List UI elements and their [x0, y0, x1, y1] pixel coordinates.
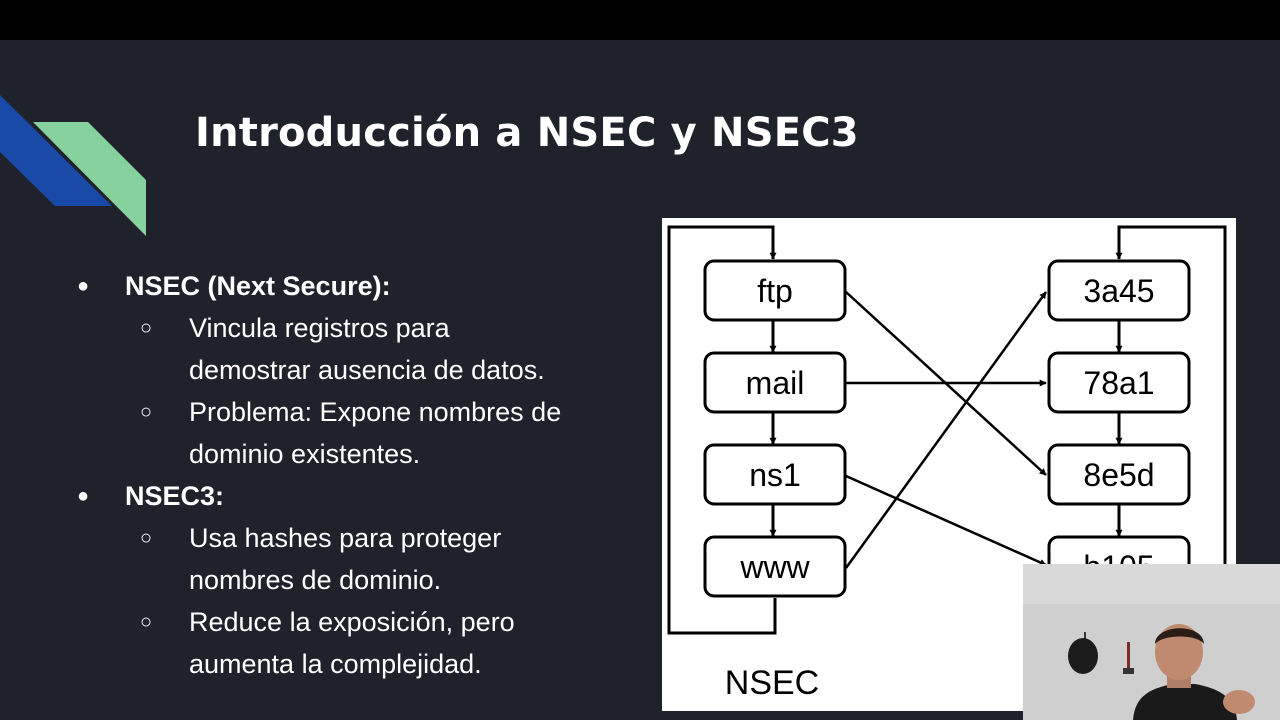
node-label-right: 78a1 [1083, 365, 1154, 401]
webcam-image [1023, 564, 1280, 720]
sub-bullet-line: nombres de dominio. [189, 565, 442, 595]
node-label-right: 3a45 [1083, 273, 1154, 309]
bullet-dot: ● [77, 485, 90, 507]
node-box [1047, 443, 1191, 506]
sub-bullet: ○ Vincula registros para demostrar ausen… [70, 307, 630, 391]
webcam-overlay [1023, 564, 1280, 720]
node-box [703, 443, 847, 506]
sub-bullet: ○ Reduce la exposición, pero aumenta la … [70, 601, 630, 685]
node-box [703, 535, 847, 598]
sub-bullet-circle: ○ [140, 611, 153, 633]
node-label-left: www [739, 549, 810, 585]
mapping-arrow [845, 474, 1047, 567]
node-box [703, 259, 847, 322]
node-box [1047, 351, 1191, 414]
bullet-list: ● NSEC (Next Secure): ○ Vincula registro… [70, 265, 630, 685]
sub-bullet-line: Vincula registros para [189, 313, 450, 343]
sub-bullet-line: Usa hashes para proteger [189, 523, 502, 553]
video-letterbox-top [0, 0, 1280, 40]
slide-title: Introducción a NSEC y NSEC3 [195, 110, 859, 156]
node-label-left: ftp [757, 273, 793, 309]
sub-bullet-line: dominio existentes. [189, 439, 421, 469]
diagram-caption: NSEC [725, 664, 819, 702]
bullet-label: NSEC3: [125, 481, 225, 511]
slide: Introducción a NSEC y NSEC3 ● NSEC (Next… [0, 40, 1280, 720]
mapping-arrow [844, 291, 1048, 569]
left-chain-loop-line [667, 225, 777, 635]
node-label-right: 8e5d [1083, 457, 1154, 493]
node-box [1047, 259, 1191, 322]
sub-bullet-line: aumenta la complejidad. [189, 649, 482, 679]
sub-bullet-line: demostrar ausencia de datos. [189, 355, 545, 385]
node-box [703, 351, 847, 414]
sub-bullet-circle: ○ [140, 317, 153, 339]
corner-accent-shape [0, 95, 146, 236]
bullet-dot: ● [77, 275, 90, 297]
sub-bullet-line: Reduce la exposición, pero [189, 607, 515, 637]
right-chain-loop-line [1115, 225, 1227, 578]
nsec-diagram-svg: ftp mail ns1 www 3a45 78a1 8e5d b105 NSE… [667, 225, 1227, 702]
bullet-label: NSEC (Next Secure): [125, 271, 391, 301]
sub-bullet-circle: ○ [140, 401, 153, 423]
bullet-nsec: ● NSEC (Next Secure): [70, 265, 630, 307]
node-label-left: ns1 [749, 457, 801, 493]
sub-bullet-line: Problema: Expone nombres de [189, 397, 562, 427]
sub-bullet: ○ Problema: Expone nombres de dominio ex… [70, 391, 630, 475]
sub-bullet: ○ Usa hashes para proteger nombres de do… [70, 517, 630, 601]
sub-bullet-circle: ○ [140, 527, 153, 549]
bullet-nsec3: ● NSEC3: [70, 475, 630, 517]
node-label-left: mail [746, 365, 805, 401]
